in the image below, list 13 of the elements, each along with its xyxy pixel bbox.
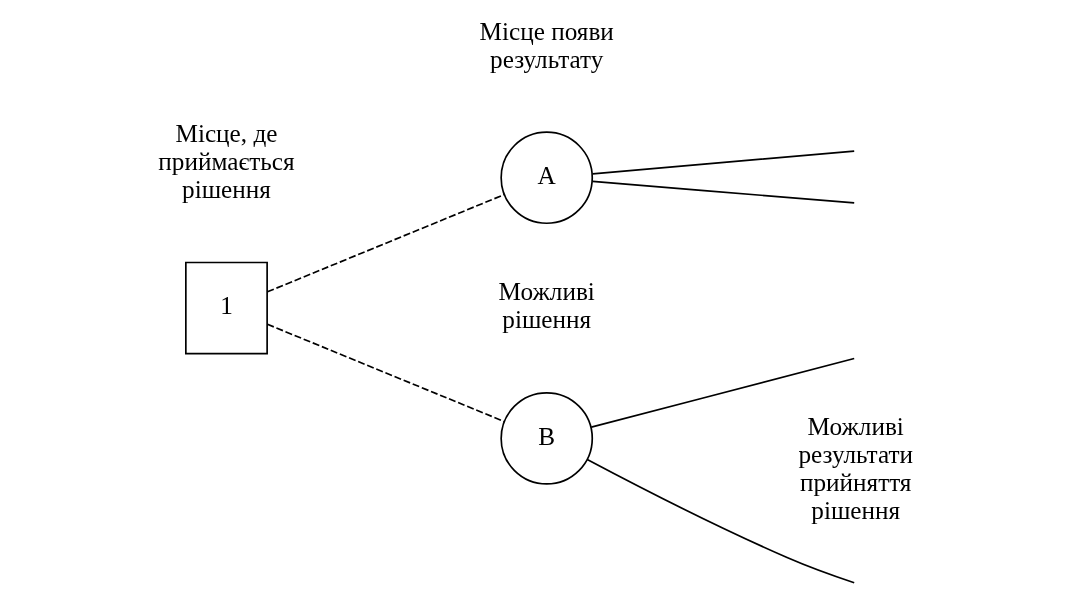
node-circle: A — [500, 131, 594, 225]
node-circle: B — [500, 392, 594, 485]
node-box: 1 — [185, 261, 268, 355]
connector — [590, 357, 856, 428]
label: Можливі рішення — [498, 278, 595, 334]
connector — [266, 193, 506, 293]
connector — [591, 150, 856, 175]
node-label: Місце появи результату — [479, 17, 614, 73]
connector — [586, 458, 856, 584]
label: Можливі результати прийняття рішення — [798, 412, 914, 524]
connector — [266, 323, 506, 423]
connector — [591, 180, 856, 204]
node-label: Місце, де приймається рішення — [158, 119, 295, 203]
